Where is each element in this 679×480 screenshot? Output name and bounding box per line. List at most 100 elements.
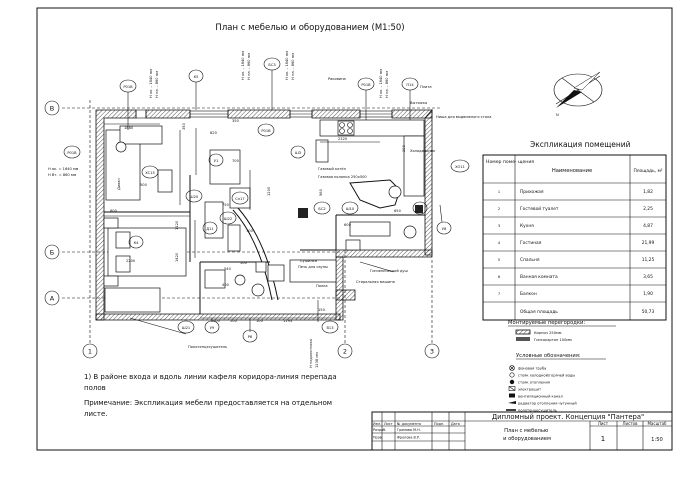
legend-item: радиатор отопления чугунный [508, 401, 577, 406]
stamp-header-sheet: Лист [598, 421, 609, 426]
dim-700: 700 [232, 159, 240, 163]
dim-500: 500 [140, 183, 148, 187]
svg-text:ХО11: ХО11 [455, 165, 465, 169]
height-bottom-label: Н подоконника [309, 339, 313, 368]
tag-sh22: Ш22 [219, 211, 237, 225]
svg-text:Прихожая: Прихожая [520, 189, 544, 195]
svg-text:радиатор отопления чугунный: радиатор отопления чугунный [518, 402, 577, 406]
equipment-labels: Полка Сушилка Печь для сауны Газовая кол… [188, 77, 491, 349]
axis-number-2: 2 [343, 348, 347, 356]
dim-1120: 1120 [175, 220, 179, 230]
svg-text:1,82: 1,82 [643, 189, 653, 195]
wardrobe [104, 287, 161, 313]
tag-ho11: ХО11 [450, 159, 470, 173]
windows [135, 109, 393, 119]
dim-540: 540 [224, 267, 232, 271]
dim-100: 100 [256, 319, 264, 323]
stamp-header-scale: Масштаб [647, 421, 667, 426]
label-niche: Ниша для выдвижного стола [436, 115, 491, 119]
dim-150: 150 [318, 308, 326, 312]
explication-total-value: 50,73 [642, 309, 655, 315]
stamp-header-sheets: Листов [623, 421, 639, 426]
svg-text:ШЗ: ШЗ [295, 151, 302, 155]
tag-d11: Д11 [202, 221, 218, 235]
sofa-label: Диван [117, 178, 121, 190]
label-gas-column: Газовая колонка 250х500 [318, 175, 367, 179]
dim-350b: 350 [232, 119, 240, 123]
svg-text:полотенцесушитель: полотенцесушитель [518, 409, 557, 413]
label-dryer: Сушилка [300, 259, 317, 263]
label-sink: Раковина [328, 77, 346, 81]
dim-750: 750 [222, 203, 230, 207]
svg-text:Спальня: Спальня [520, 257, 540, 263]
svg-text:Р01В: Р01В [261, 129, 271, 133]
furniture: Диван [103, 119, 425, 313]
tag-r01v-1: Р01В [119, 79, 137, 93]
svg-text:7: 7 [498, 292, 500, 296]
tag-r01v-2: Р01В [357, 77, 375, 91]
svg-text:6: 6 [498, 275, 501, 279]
svg-text:Сл17: Сл17 [235, 197, 244, 201]
explication-header-number: Номер поме- щения [486, 159, 534, 165]
stamp-sheet-number: 1 [601, 435, 605, 443]
svg-text:стояк холодной/горячей воды: стояк холодной/горячей воды [518, 374, 575, 378]
axis-number-1: 1 [88, 348, 92, 356]
svg-text:Ш10: Ш10 [346, 207, 355, 211]
legend-list: фоновая труба стояк холодной/горячей вод… [506, 365, 577, 413]
partitions-title: Монтируемые перегородки: [508, 320, 585, 326]
explication-row: 5 Спальня 11,25 [498, 257, 655, 263]
height-notes: Н ок. – 1640 мм Н пл. – 860 мм Н ок. – 1… [48, 51, 389, 368]
svg-text:Р01В: Р01В [361, 83, 371, 87]
note-furniture-line2: листе. [84, 410, 107, 418]
dim-600b: 600 [344, 223, 352, 227]
explication-row: 3 Кухня 4,87 [498, 223, 653, 229]
legend-item: электрощит [508, 386, 541, 392]
legend-title: Условные обозначения: [516, 353, 581, 359]
svg-text:Ванная комната: Ванная комната [520, 274, 558, 280]
axis-number-3: 3 [430, 348, 434, 356]
leader-lines [127, 70, 443, 335]
svg-text:У1: У1 [214, 159, 218, 163]
dimension-values: 1880 700 500 2200 600 1420 1200 2320 600… [110, 119, 406, 323]
stamp-role-checker: Пров. [373, 436, 383, 440]
svg-text:Р6: Р6 [248, 335, 253, 339]
tag-k4: К4 [128, 235, 144, 249]
tag-v13: В13 [321, 320, 339, 334]
svg-text:1: 1 [498, 190, 500, 194]
coffee-table [157, 169, 173, 193]
tag-bubbles: Р01В К5 БС3 Р01В П14 Р01В Р01В У1 ХС15 Ш… [63, 57, 470, 343]
toilet [251, 283, 265, 297]
axis-letter-b: Б [50, 249, 54, 257]
legend-item: стояк холодной/горячей воды [509, 372, 575, 378]
svg-text:Д11: Д11 [206, 227, 213, 231]
tag-sl17: Сл17 [231, 191, 249, 205]
kitchen-counter [319, 119, 425, 137]
svg-text:2: 2 [498, 207, 500, 211]
stamp-col-doc: № документа [397, 422, 421, 426]
dim-350: 350 [182, 122, 186, 130]
svg-text:3: 3 [498, 224, 500, 228]
dim-200: 200 [402, 144, 406, 152]
tag-bs2: БС2 [313, 201, 331, 215]
svg-text:Балкон: Балкон [520, 291, 537, 297]
label-towel-warmer: Полотенцесушитель [188, 345, 227, 349]
stamp-col-date: Дата [451, 422, 460, 426]
tag-sh21: Ш21 [177, 320, 195, 334]
note-floor-level-line2: полов [84, 384, 106, 392]
height-sill-4: Н пл. – 860 мм [385, 71, 389, 98]
explication-header-area: Площадь, м² [633, 168, 662, 174]
label-hygienic-shower: Гигиенический душ [370, 269, 408, 273]
label-fridge: Холодильник [410, 149, 436, 153]
svg-text:В13: В13 [326, 326, 333, 330]
height-bottom-value: 1238 мм [315, 352, 319, 368]
svg-text:вентиляционный канал: вентиляционный канал [518, 395, 563, 399]
svg-text:1,90: 1,90 [643, 291, 653, 297]
tag-sh10: Ш10 [341, 201, 359, 215]
height-sill-3: Н пл. – 860 мм [291, 53, 295, 80]
dim-400: 400 [213, 319, 221, 323]
legend-item: полотенцесушитель [506, 409, 557, 413]
partition-drywall: Гипсокартон 100мм [534, 338, 572, 342]
plant [115, 141, 127, 153]
svg-text:БС2: БС2 [318, 207, 325, 211]
